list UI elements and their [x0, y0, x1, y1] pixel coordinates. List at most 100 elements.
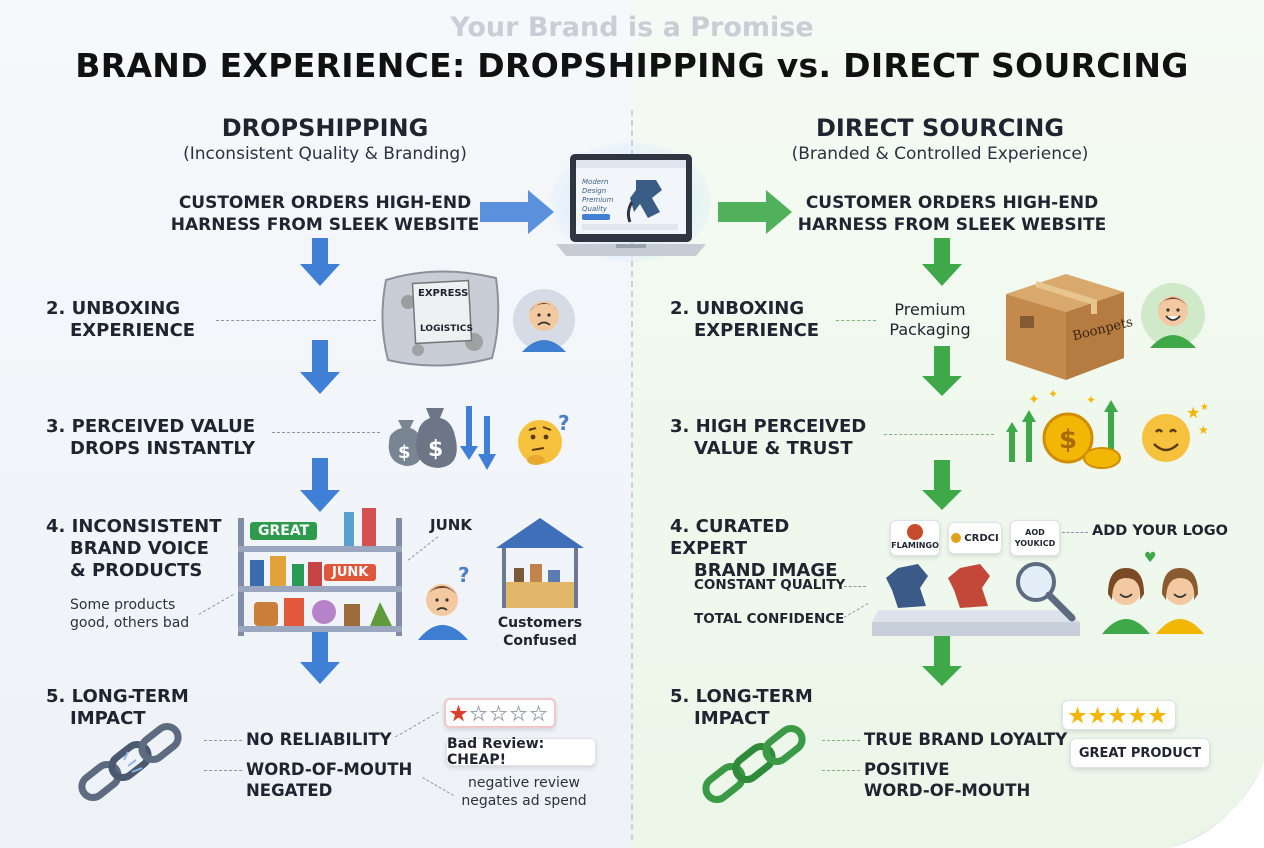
confused-line1: Customers [497, 615, 583, 631]
no-reliability-connector [204, 740, 242, 741]
right-arrow-from-laptop [718, 190, 792, 234]
right-step2-line1: 2. UNBOXING [670, 298, 805, 319]
star-1: ★ [1069, 705, 1086, 727]
left-subheading: (Inconsistent Quality & Branding) [183, 144, 467, 164]
star-1: ★ [450, 703, 467, 725]
happy-couple-avatars: ♥ [1098, 548, 1210, 634]
star-3: ★ [1109, 705, 1126, 727]
laptop-website: Modern Design Premium Quality [551, 142, 711, 262]
mixed-products-line2: good, others bad [70, 615, 190, 631]
total-confidence-label: TOTAL CONFIDENCE [694, 611, 845, 627]
brand-logo-placeholder: AOD YOUKICD [1010, 520, 1060, 556]
left-step5-line2: IMPACT [70, 708, 146, 729]
svg-text:?: ? [458, 563, 470, 587]
junk-callout: JUNK [430, 516, 472, 534]
value-growth-coins: $ ✦ ✦ ✦ [998, 387, 1134, 476]
star-5: ★ [1149, 705, 1166, 727]
happy-customer-avatar [1140, 282, 1206, 348]
svg-text:$: $ [1059, 425, 1077, 455]
left-arrow-down-4 [300, 630, 340, 684]
right-arrow-down-1 [922, 238, 962, 286]
review-note-line1: negative review [468, 775, 580, 791]
svg-text:✦: ✦ [1086, 393, 1096, 407]
left-step3-connector [272, 432, 380, 433]
left-step4-line2: BRAND VOICE [70, 538, 209, 559]
svg-text:★: ★ [1200, 402, 1209, 413]
shelf-sign-junk: JUNK [324, 564, 377, 581]
brand-loyalty-connector [822, 740, 860, 741]
left-order-line1: CUSTOMER ORDERS HIGH-END [178, 193, 472, 213]
left-arrow-down-3 [300, 458, 340, 512]
great-review-stars: ★★★★★ [1062, 700, 1176, 730]
product-display-stand [868, 556, 1084, 640]
thinking-face-icon: ? [514, 410, 578, 470]
star-2: ★ [1089, 705, 1106, 727]
page-curl-decoration [1170, 762, 1264, 848]
left-step4-line3: & PRODUCTS [70, 560, 203, 581]
laptop-screen-line2: Premium Quality [582, 196, 614, 213]
left-heading: DROPSHIPPING [221, 114, 429, 142]
left-step3-line1: 3. PERCEIVED VALUE [46, 416, 255, 437]
right-arrow-down-3 [922, 460, 962, 510]
page-title: BRAND EXPERIENCE: DROPSHIPPING vs. DIREC… [75, 46, 1189, 85]
left-step5-line1: 5. LONG-TERM [46, 686, 189, 707]
review-note-line2: negates ad spend [461, 793, 587, 809]
positive-wom-connector [822, 770, 860, 771]
star-5: ★ [530, 703, 547, 725]
right-impact-2-line2: WORD-OF-MOUTH [864, 781, 1031, 800]
svg-text:$: $ [428, 437, 443, 462]
bag-label-1: EXPRESS [418, 288, 469, 299]
constant-quality-connector [844, 586, 866, 587]
svg-text:?: ? [558, 411, 570, 435]
poly-bag: EXPRESS LOGISTICS [378, 262, 502, 372]
left-arrow-down-1 [300, 238, 340, 286]
star-4: ★ [1129, 705, 1146, 727]
add-your-logo-label: ADD YOUR LOGO [1092, 523, 1228, 539]
smiling-face-icon: ★ ★ ★ [1136, 400, 1216, 470]
right-subheading: (Branded & Controlled Experience) [791, 144, 1089, 164]
left-step3-line2: DROPS INSTANTLY [70, 438, 256, 459]
right-step2-line2: EXPERIENCE [694, 320, 820, 341]
star-3: ★ [490, 703, 507, 725]
confused-customer-avatar: ? [412, 560, 476, 640]
broken-chain-icon [76, 722, 186, 806]
branded-box: Boonpets [996, 264, 1134, 384]
brand-logo-flamingo-text: FLAMINGO [891, 541, 939, 550]
svg-text:✦: ✦ [1028, 392, 1040, 408]
left-step2-line2: EXPERIENCE [70, 320, 196, 341]
right-step5-line1: 5. LONG-TERM [670, 686, 813, 707]
left-impact-2-line2: NEGATED [246, 781, 333, 800]
constant-quality-label: CONSTANT QUALITY [694, 577, 846, 593]
great-review-label: GREAT PRODUCT [1070, 738, 1210, 768]
brand-logo-flamingo: FLAMINGO [890, 520, 940, 556]
left-step4-line1: 4. INCONSISTENT [46, 516, 222, 537]
left-step2-connector [216, 320, 376, 321]
shelf-sign-great: GREAT [250, 522, 318, 540]
right-step3-line2: VALUE & TRUST [694, 438, 853, 459]
right-step5-line2: IMPACT [694, 708, 770, 729]
right-order-line1: CUSTOMER ORDERS HIGH-END [805, 193, 1099, 213]
bad-review-stars: ★★★★★ [444, 698, 556, 728]
brand-logo-crdci-text: CRDCI [964, 532, 999, 544]
star-2: ★ [470, 703, 487, 725]
right-step2-connector [836, 320, 876, 321]
center-divider [631, 110, 633, 840]
bad-review-label: Bad Review: CHEAP! [446, 736, 596, 768]
right-step3-line1: 3. HIGH PERCEIVED [670, 416, 867, 437]
svg-text:✦: ✦ [1048, 387, 1058, 401]
brand-logo-placeholder-line2: YOUKICD [1014, 539, 1056, 548]
right-step4-line1: 4. CURATED EXPERT [670, 516, 790, 559]
add-logo-connector [1062, 532, 1088, 533]
right-step3-connector [884, 434, 994, 435]
brand-logo-placeholder-line1: AOD [1025, 528, 1045, 537]
right-heading: DIRECT SOURCING [815, 114, 1065, 142]
right-impact-2-line1: POSITIVE [864, 760, 950, 779]
left-step2-line1: 2. UNBOXING [46, 298, 181, 319]
right-impact-1: TRUE BRAND LOYALTY [864, 730, 1068, 749]
sad-customer-avatar [512, 288, 576, 352]
left-impact-2-line1: WORD-OF-MOUTH [246, 760, 413, 779]
inconsistent-product-shelf: GREAT JUNK [234, 506, 406, 636]
left-order-line2: HARNESS FROM SLEEK WEBSITE [170, 215, 480, 235]
mixed-products-line1: Some products [70, 597, 176, 613]
brand-logo-crdci: CRDCI [948, 522, 1002, 554]
